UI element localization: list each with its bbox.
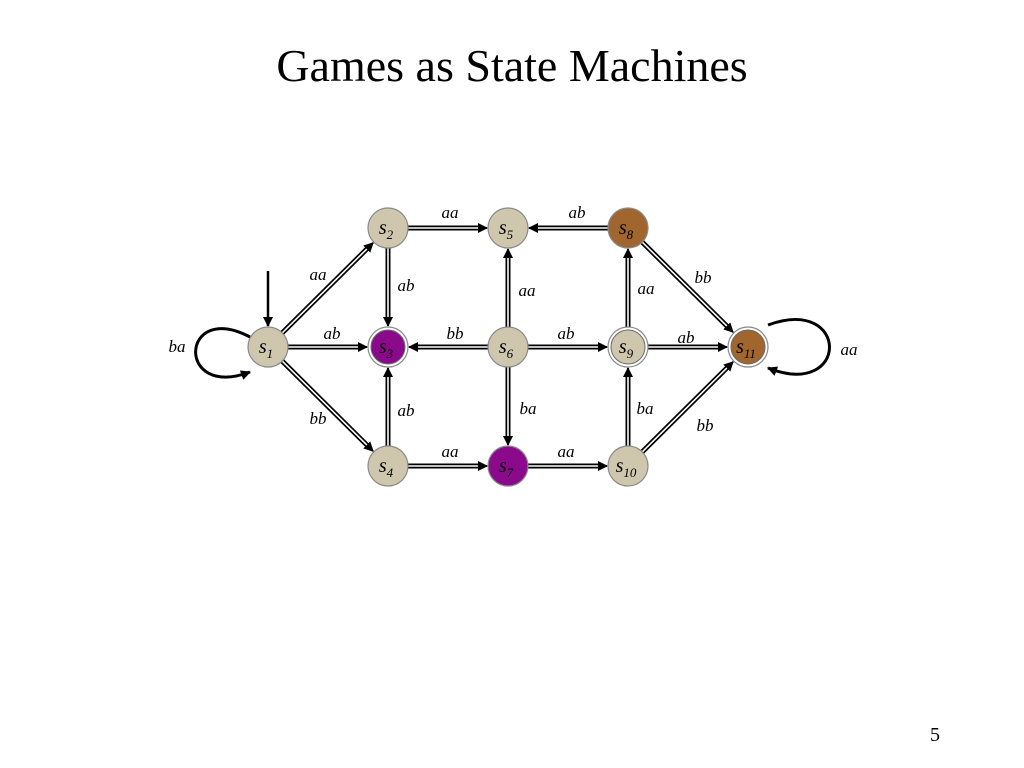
edge-label-s6-s3: bb <box>447 324 464 343</box>
state-label-s7: s7 <box>499 455 514 480</box>
edge-s10-s11 <box>640 361 734 454</box>
self-loop-edge-s11 <box>767 318 831 376</box>
state-label-s3: s3 <box>379 336 394 361</box>
slide-title: Games as State Machines <box>276 40 748 91</box>
edge-label-s8-s5: ab <box>569 203 586 222</box>
state-node-s3: s3 <box>367 326 409 368</box>
state-label-s10: s10 <box>616 455 637 480</box>
edge-s8-s11 <box>640 240 734 333</box>
nodes-layer: s1 s2 s3 s4 s5 s6 s7 s8 s9 s10 s11 <box>247 207 769 487</box>
edge-labels-layer: ba aa ab bb aa ab ab aa aa bb ab ba ab bb aa ab ba bb aa aa <box>169 203 858 461</box>
page-number: 5 <box>930 724 940 746</box>
state-node-s2: s2 <box>367 207 409 249</box>
edge-s1-s2 <box>280 242 374 335</box>
edge-label-s4-s7: aa <box>442 442 459 461</box>
edge-label-s1-s1: ba <box>169 337 186 356</box>
state-label-s2: s2 <box>379 217 394 242</box>
edge-label-s2-s5: aa <box>442 203 459 222</box>
edge-label-s10-s9: ba <box>637 399 654 418</box>
state-label-s5: s5 <box>499 217 514 242</box>
edge-label-s8-s11: bb <box>695 268 712 287</box>
state-label-s8: s8 <box>619 217 634 242</box>
self-loop-edge-s1 <box>194 327 251 380</box>
edge-label-s9-s11: ab <box>678 328 695 347</box>
edge-label-s1-s4: bb <box>310 409 327 428</box>
state-node-s1: s1 <box>247 326 289 368</box>
edge-label-s1-s2: aa <box>310 265 327 284</box>
edge-label-s10-s11: bb <box>697 416 714 435</box>
state-label-s4: s4 <box>379 455 394 480</box>
state-node-s5: s5 <box>487 207 529 249</box>
state-node-s8: s8 <box>607 207 649 249</box>
edge-label-s1-s3: ab <box>324 324 341 343</box>
edge-s1-s4 <box>280 359 374 452</box>
state-label-s1: s1 <box>259 336 273 361</box>
edge-label-s11-s11: aa <box>841 340 858 359</box>
state-label-s11: s11 <box>736 336 756 361</box>
state-node-s7: s7 <box>487 445 529 487</box>
edge-label-s7-s10: aa <box>558 442 575 461</box>
edge-label-s2-s3: ab <box>398 276 415 295</box>
state-label-s9: s9 <box>619 336 634 361</box>
edge-label-s6-s9: ab <box>558 324 575 343</box>
edge-label-s6-s5: aa <box>519 281 536 300</box>
state-node-s6: s6 <box>487 326 529 368</box>
edge-label-s4-s3: ab <box>398 401 415 420</box>
state-node-s11: s11 <box>727 326 769 368</box>
edge-label-s6-s7: ba <box>520 399 537 418</box>
state-label-s6: s6 <box>499 336 514 361</box>
state-node-s4: s4 <box>367 445 409 487</box>
edge-label-s9-s8: aa <box>638 279 655 298</box>
state-node-s10: s10 <box>607 445 649 487</box>
state-node-s9: s9 <box>607 326 649 368</box>
edges-layer <box>194 223 831 471</box>
